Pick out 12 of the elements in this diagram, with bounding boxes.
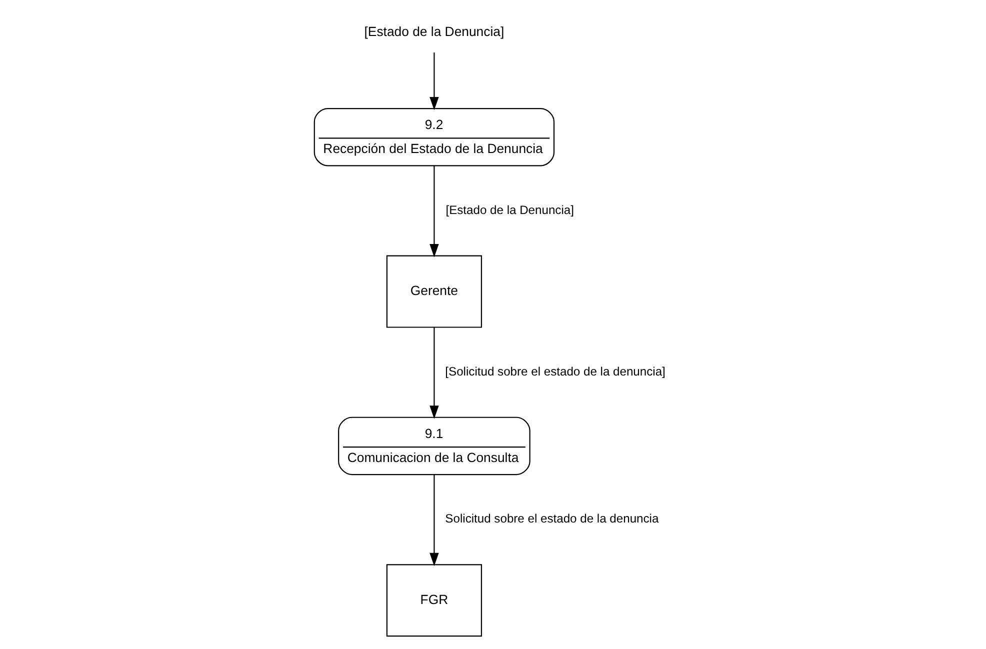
edge-label: [Estado de la Denuncia] bbox=[446, 202, 574, 217]
edge-label: [Solicitud sobre el estado de la denuncia] bbox=[445, 364, 666, 378]
node-text: [Estado de la Denuncia] bbox=[364, 24, 504, 40]
arrow bbox=[430, 52, 439, 110]
edge-label: Solicitud sobre el estado de la denuncia bbox=[445, 512, 659, 526]
node-box: Gerente bbox=[386, 255, 482, 328]
node-box: FGR bbox=[386, 564, 482, 637]
arrow bbox=[430, 166, 439, 258]
arrow bbox=[430, 328, 439, 419]
node-box: 9.1 Comunicacion de la Consulta bbox=[338, 416, 530, 476]
node-box: 9.2 Recepción del Estado de la Denuncia bbox=[314, 108, 555, 166]
arrow bbox=[430, 474, 439, 566]
